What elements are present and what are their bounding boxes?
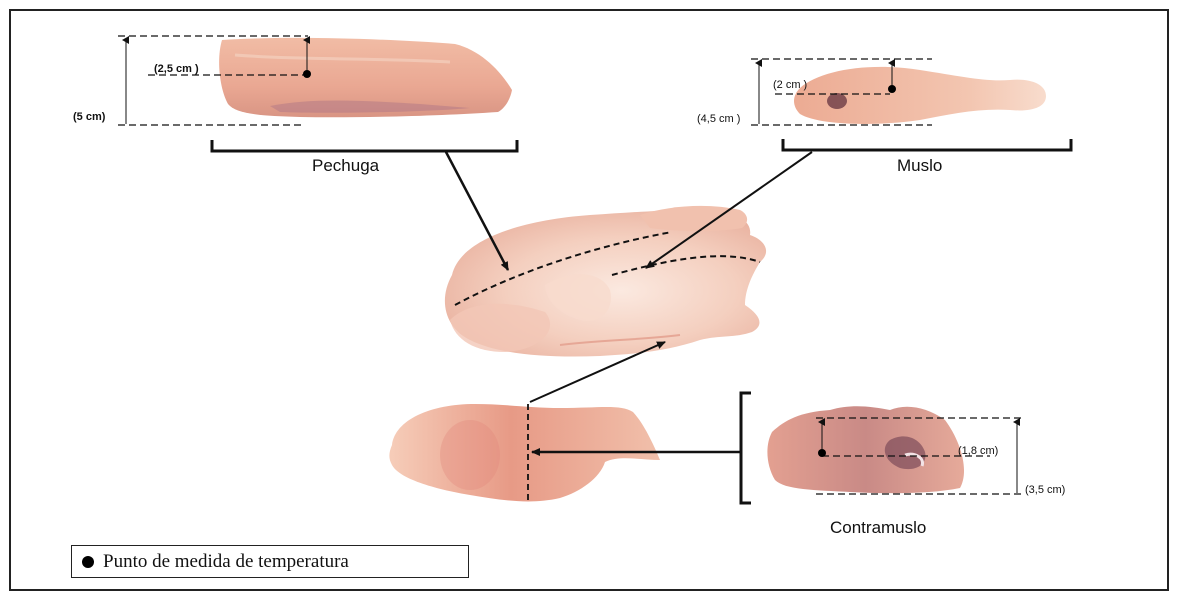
breast-image — [219, 38, 512, 117]
thigh-temperature-point — [818, 449, 826, 457]
legend-text: Punto de medida de temperatura — [103, 551, 349, 573]
legend-box: Punto de medida de temperatura — [71, 545, 469, 578]
dim-pechuga-total: (5 cm) — [73, 111, 105, 123]
dim-muslo-point: (2 cm ) — [773, 79, 807, 91]
label-muslo: Muslo — [897, 156, 942, 176]
breast-bracket — [212, 140, 517, 151]
label-contramuslo: Contramuslo — [830, 518, 926, 538]
drumstick-bracket — [783, 139, 1071, 150]
drumstick-image — [794, 67, 1046, 124]
drumstick-temperature-point — [888, 85, 896, 93]
dim-pechuga-point: (2,5 cm ) — [154, 63, 199, 75]
thigh-image — [767, 406, 964, 493]
whole-chicken-image — [445, 206, 766, 357]
label-pechuga: Pechuga — [312, 156, 379, 176]
breast-temperature-point — [303, 70, 311, 78]
thigh-bracket — [741, 393, 751, 503]
dim-muslo-total: (4,5 cm ) — [697, 113, 740, 125]
dim-contramuslo-point: (1,8 cm) — [958, 445, 998, 457]
dim-contramuslo-total: (3,5 cm) — [1025, 484, 1065, 496]
legend-dot-icon — [82, 556, 94, 568]
